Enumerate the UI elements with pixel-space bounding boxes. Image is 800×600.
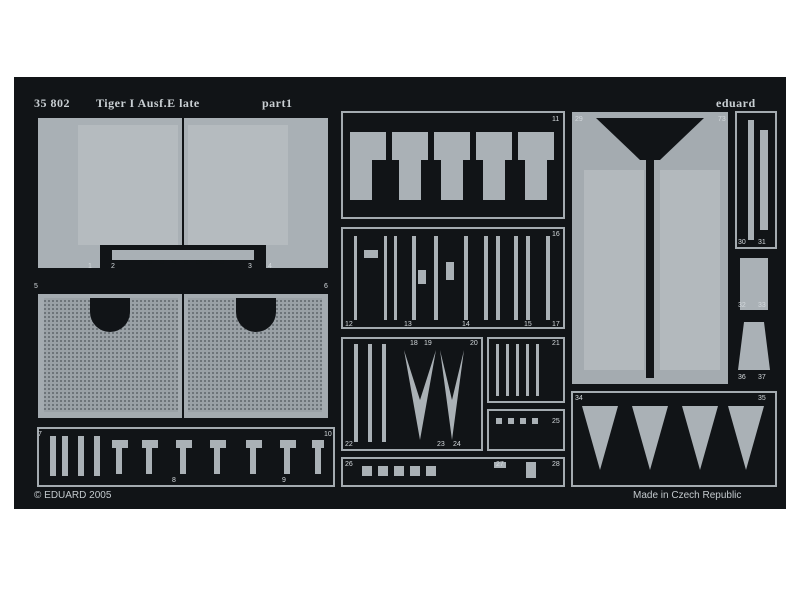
part-number: 15 bbox=[524, 321, 532, 328]
part-number: 22 bbox=[345, 441, 353, 448]
part-number: 32 bbox=[738, 302, 746, 309]
copyright-text: © EDUARD 2005 bbox=[34, 490, 112, 501]
origin-text: Made in Czech Republic bbox=[633, 490, 742, 501]
part-number: 5 bbox=[34, 283, 38, 290]
part-number: 27 bbox=[496, 461, 504, 468]
part-number: 26 bbox=[345, 461, 353, 468]
right-bottom-hangers bbox=[571, 391, 777, 487]
part-number: 14 bbox=[462, 321, 470, 328]
part-number: 37 bbox=[758, 374, 766, 381]
part-number: 11 bbox=[552, 116, 560, 123]
part-number: 33 bbox=[758, 302, 766, 309]
part-number: 4 bbox=[268, 263, 272, 270]
top-panels bbox=[38, 118, 328, 268]
part-number: 36 bbox=[738, 374, 746, 381]
center-bottom-strip bbox=[341, 457, 565, 487]
center-top-tabs bbox=[341, 111, 565, 219]
part-number: 10 bbox=[324, 431, 332, 438]
part-number: 35 bbox=[758, 395, 766, 402]
brand-logo: eduard bbox=[716, 96, 756, 110]
part-number: 31 bbox=[758, 239, 766, 246]
part-number: 16 bbox=[552, 231, 560, 238]
part-number: 34 bbox=[575, 395, 583, 402]
part-number: 29 bbox=[575, 116, 583, 123]
part-number: 3 bbox=[248, 263, 252, 270]
fret-title: Tiger I Ausf.E late bbox=[96, 96, 200, 110]
bottom-brackets bbox=[37, 427, 335, 487]
part-number: 19 bbox=[424, 340, 432, 347]
part-number: 73 bbox=[718, 116, 726, 123]
right-large-plate bbox=[572, 112, 728, 384]
part-number: 30 bbox=[738, 239, 746, 246]
part-number: 18 bbox=[410, 340, 418, 347]
part-number: 24 bbox=[453, 441, 461, 448]
part-number: 12 bbox=[345, 321, 353, 328]
right-small-parts bbox=[735, 111, 777, 370]
part-number: 28 bbox=[552, 461, 560, 468]
part-number: 1 bbox=[88, 263, 92, 270]
part-number: 9 bbox=[282, 477, 286, 484]
center-lower-parts bbox=[341, 337, 565, 451]
part-number: 25 bbox=[552, 418, 560, 425]
part-number: 13 bbox=[404, 321, 412, 328]
part-number: 6 bbox=[324, 283, 328, 290]
fret-part: part1 bbox=[262, 96, 293, 110]
part-number: 2 bbox=[111, 263, 115, 270]
fret-code: 35 802 bbox=[34, 96, 70, 110]
part-number: 21 bbox=[552, 340, 560, 347]
part-number: 17 bbox=[552, 321, 560, 328]
part-number: 20 bbox=[470, 340, 478, 347]
part-number: 7 bbox=[38, 431, 42, 438]
mesh-grilles bbox=[38, 294, 328, 418]
center-middle-rods bbox=[341, 227, 565, 329]
part-number: 23 bbox=[437, 441, 445, 448]
part-number: 8 bbox=[172, 477, 176, 484]
